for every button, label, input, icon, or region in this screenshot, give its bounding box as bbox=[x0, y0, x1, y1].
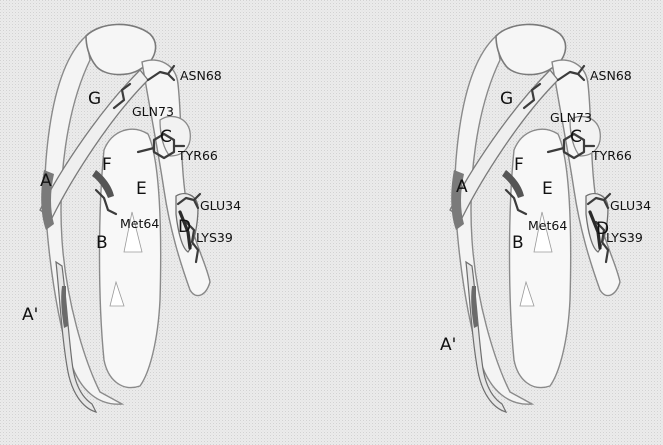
left-strand-b: B bbox=[96, 233, 108, 253]
left-strand-g: G bbox=[88, 89, 101, 109]
left-strand-e: E bbox=[136, 179, 147, 199]
left-residue-asn68: ASN68 bbox=[180, 68, 222, 83]
right-strand-g: G bbox=[500, 89, 513, 109]
right-strand-a-prime: A' bbox=[440, 335, 456, 355]
left-strand-a-prime: A' bbox=[22, 305, 38, 325]
left-residue-lys39: LYS39 bbox=[196, 230, 233, 245]
right-residue-lys39: LYS39 bbox=[606, 230, 643, 245]
right-strand-c: C bbox=[570, 127, 582, 147]
right-residue-met64: Met64 bbox=[528, 218, 567, 233]
left-strand-d: D bbox=[178, 217, 191, 237]
right-residue-tyr66: TYR66 bbox=[591, 148, 632, 163]
left-residue-glu34: GLU34 bbox=[200, 198, 241, 213]
left-residue-tyr66: TYR66 bbox=[177, 148, 218, 163]
right-residue-glu34: GLU34 bbox=[610, 198, 651, 213]
left-strand-f: F bbox=[102, 155, 112, 175]
right-residue-asn68: ASN68 bbox=[590, 68, 632, 83]
right-residue-gln73: GLN73 bbox=[550, 110, 592, 125]
left-residue-met64: Met64 bbox=[120, 216, 159, 231]
right-strand-a: A bbox=[456, 177, 468, 197]
left-residue-gln73: GLN73 bbox=[132, 104, 174, 119]
right-strand-b: B bbox=[512, 233, 524, 253]
left-strand-a: A bbox=[40, 171, 52, 191]
right-strand-f: F bbox=[514, 155, 524, 175]
left-strand-c: C bbox=[160, 127, 172, 147]
right-strand-e: E bbox=[542, 179, 553, 199]
